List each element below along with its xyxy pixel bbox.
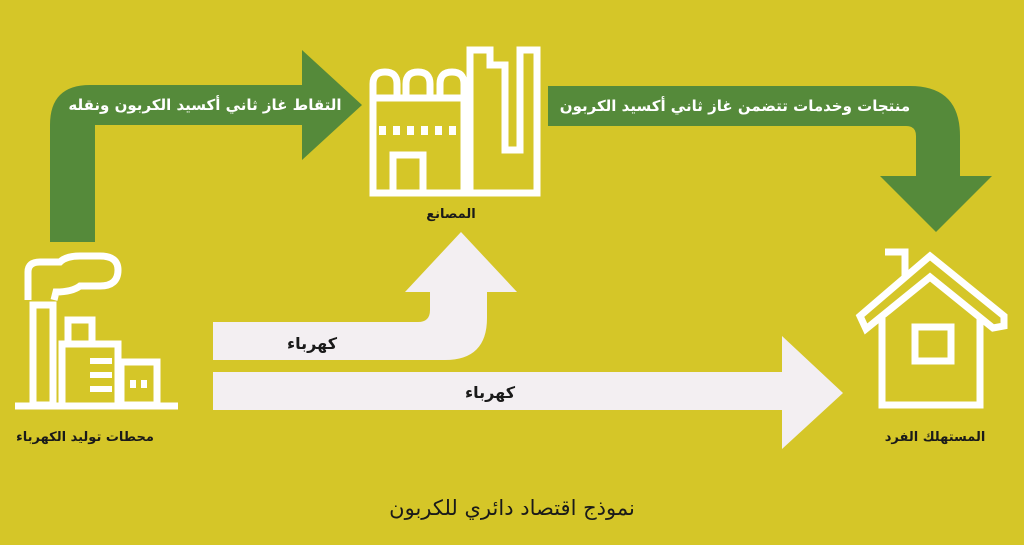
electricity-label-2: كهرباء [465, 383, 516, 402]
diagram-title: نموذج اقتصاد دائري للكربون [389, 496, 635, 521]
power-plants-label: محطات توليد الكهرباء [16, 430, 154, 445]
co2-capture-arrow: التقاط غاز ثاني أكسيد الكربون ونقله [50, 50, 362, 242]
factories-label: المصانع [426, 207, 476, 222]
factory-icon [369, 46, 541, 197]
electricity-to-factories-arrow: كهرباء [213, 232, 517, 360]
electricity-to-consumer-arrow: كهرباء [213, 336, 843, 449]
products-arrow: منتجات وخدمات تتضمن غاز ثاني أكسيد الكرب… [548, 86, 992, 232]
products-label: منتجات وخدمات تتضمن غاز ثاني أكسيد الكرب… [560, 96, 910, 115]
power-plant-icon [15, 252, 178, 410]
house-icon [855, 248, 1008, 409]
co2-capture-label: التقاط غاز ثاني أكسيد الكربون ونقله [68, 95, 341, 114]
electricity-label-1: كهرباء [287, 334, 338, 353]
consumer-label: المستهلك الفرد [885, 430, 986, 445]
